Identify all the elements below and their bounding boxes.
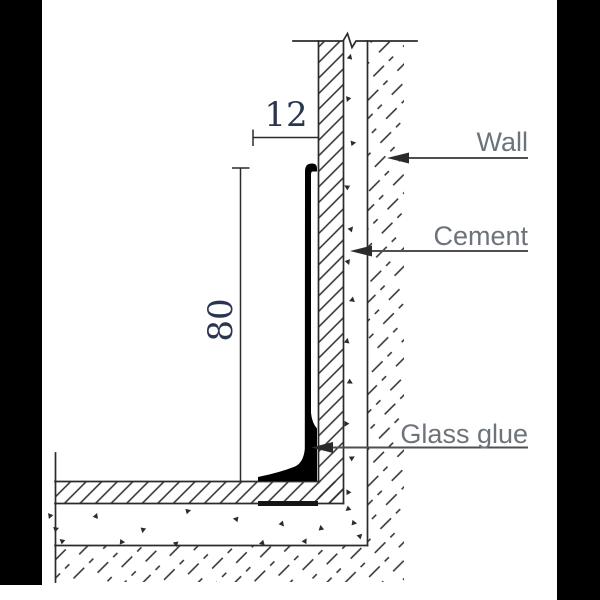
dimension-width: 12 <box>252 95 318 146</box>
annotation-cement: Cement <box>350 221 528 257</box>
wall-label: Wall <box>477 127 529 157</box>
structural-hatch-region <box>55 41 404 582</box>
dim-height-text: 80 <box>201 298 241 341</box>
letterbox-left <box>0 0 42 585</box>
wall-top-break-line <box>292 31 418 50</box>
annotation-wall: Wall <box>387 127 528 164</box>
wall-leader-arrow <box>387 152 409 164</box>
skirting-profile <box>258 163 317 481</box>
structural-wall-and-slab <box>54 40 404 582</box>
cement-leader-arrow <box>350 245 372 257</box>
glass-glue-leader-arrow <box>311 442 333 453</box>
dimension-height: 80 <box>201 167 250 481</box>
floor-finish-layer <box>54 480 345 505</box>
wall-finish-hatch <box>318 41 344 504</box>
letterbox-right <box>557 0 600 600</box>
dim-width-text: 12 <box>264 95 307 135</box>
cement-label: Cement <box>433 221 528 251</box>
floor-finish-hatch <box>55 481 344 504</box>
glass-glue-label: Glass glue <box>400 419 528 449</box>
annotation-glass-glue: Glass glue <box>311 419 528 453</box>
wall-finish-layer <box>317 40 345 505</box>
